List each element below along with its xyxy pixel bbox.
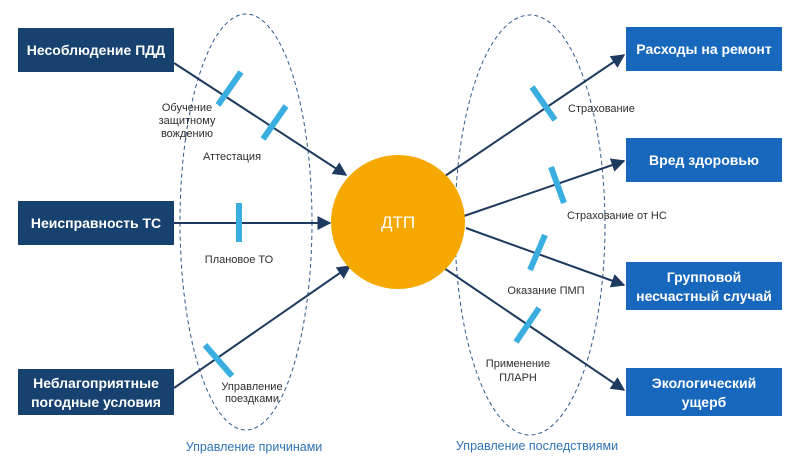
cause-box-3-rect [18, 369, 174, 415]
barrier-label-spill-plan-line1: Применение [486, 358, 550, 370]
consequence-box-3-label-line2: несчастный случай [636, 288, 772, 304]
center-event: ДТП [331, 155, 465, 289]
center-event-circle [331, 155, 465, 289]
consequence-box-4-rect [626, 368, 782, 416]
consequence-box-1-rect [626, 27, 782, 71]
barrier-label-trip-management-line1: Управление [221, 381, 282, 393]
arrows-group [173, 54, 626, 391]
cause-box-2-label: Неисправность ТС [31, 215, 161, 231]
barrier-label-training-line3: вождению [161, 128, 213, 140]
barrier-label-trip-management: Управление поездками [221, 381, 282, 405]
barrier-label-spill-plan: Применение ПЛАРН [486, 358, 550, 384]
barrier-trip-management-marker [202, 343, 235, 378]
consequence-box-4-label-line2: ущерб [682, 394, 727, 410]
barrier-label-spill-plan-line2: ПЛАРН [499, 372, 537, 384]
barrier-first-aid-marker [527, 233, 548, 272]
arrow-cause-3 [173, 265, 352, 389]
consequence-box-1: Расходы на ремонт [626, 27, 782, 71]
footer-causes-management: Управление причинами [186, 440, 323, 454]
barrier-label-training-line1: Обучение [162, 102, 212, 114]
cause-box-1: Несоблюдение ПДД [18, 28, 174, 72]
footer-consequences-management: Управление последствиями [456, 439, 618, 453]
barriers-group [202, 70, 567, 378]
consequence-box-2-label: Вред здоровью [649, 152, 759, 168]
consequence-box-3-rect [626, 262, 782, 310]
cause-box-1-rect [18, 28, 174, 72]
barrier-label-insurance: Страхование [568, 103, 635, 115]
arrow-consequence-1 [441, 54, 626, 179]
cause-box-3: Неблагоприятные погодные условия [18, 369, 174, 415]
consequence-box-2-rect [626, 138, 782, 182]
center-event-label: ДТП [381, 213, 415, 232]
cause-box-2: Неисправность ТС [18, 201, 174, 245]
barrier-label-maintenance: Плановое ТО [205, 254, 274, 266]
consequence-box-4: Экологический ущерб [626, 368, 782, 416]
barrier-label-first-aid: Оказание ПМП [507, 285, 584, 297]
cause-box-1-label: Несоблюдение ПДД [27, 42, 165, 58]
barrier-label-training: Обучение защитному вождению [159, 102, 216, 140]
barrier-label-training-line2: защитному [159, 115, 216, 127]
cause-box-2-rect [18, 201, 174, 245]
barrier-accident-insurance-marker [548, 165, 567, 205]
barrier-certification-marker [260, 104, 289, 141]
barrier-insurance-marker [529, 85, 558, 122]
consequence-box-1-label: Расходы на ремонт [636, 41, 772, 57]
cause-box-3-label-line2: погодные условия [31, 394, 161, 410]
consequence-box-3-label-line1: Групповой [667, 269, 742, 285]
arrow-consequence-2 [463, 158, 626, 217]
arrow-consequence-4 [443, 267, 626, 391]
consequence-box-2: Вред здоровью [626, 138, 782, 182]
cause-box-3-label-line1: Неблагоприятные [33, 375, 159, 391]
barrier-label-accident-insurance: Страхование от НС [567, 210, 667, 222]
barrier-training-marker [215, 70, 244, 107]
arrow-cause-1 [173, 62, 348, 176]
barrier-label-certification: Аттестация [203, 151, 261, 163]
barrier-label-trip-management-line2: поездками [225, 393, 279, 405]
consequence-box-3: Групповой несчастный случай [626, 262, 782, 310]
consequence-box-4-label-line1: Экологический [652, 375, 756, 391]
barrier-spill-plan-marker [513, 306, 542, 344]
arrow-consequence-3 [465, 227, 626, 288]
